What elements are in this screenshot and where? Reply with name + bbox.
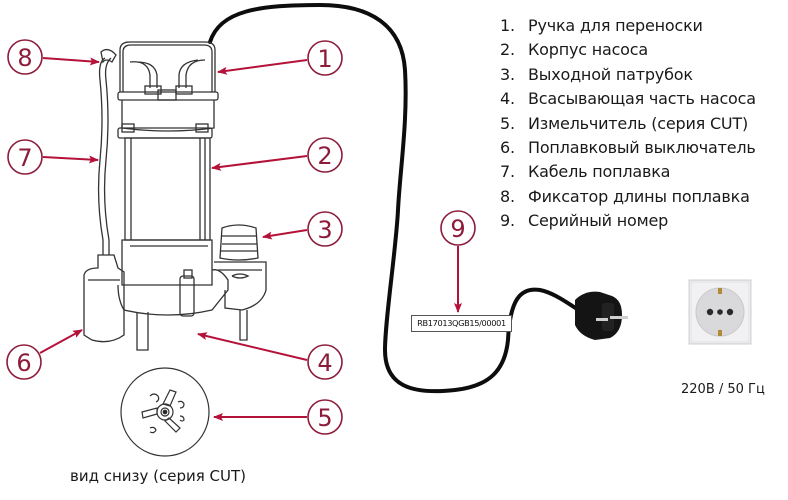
callout-1-label: 1: [317, 45, 332, 73]
callout-5-label: 5: [317, 404, 332, 432]
float-cable: [97, 57, 112, 255]
legend-item: 8.Фиксатор длины поплавка: [500, 186, 750, 206]
callout-7-label: 7: [17, 144, 32, 172]
bottom-view-caption: вид снизу (серия CUT): [70, 467, 247, 485]
callout-2-label: 2: [317, 142, 332, 170]
callout-4-label: 4: [317, 349, 332, 377]
callout-6-label: 6: [16, 349, 31, 377]
float-switch: [83, 254, 125, 343]
callout-6: 6: [6, 344, 42, 380]
callout-1: 1: [307, 40, 343, 76]
callout-4: 4: [307, 344, 343, 380]
callout-9: 9: [440, 210, 476, 246]
legend-item: 7.Кабель поплавка: [500, 162, 671, 182]
legend-item: 4.Всасывающая часть насоса: [500, 89, 756, 109]
callout-8-label: 8: [17, 44, 32, 72]
carry-handle: [119, 41, 216, 92]
callout-7: 7: [7, 139, 43, 175]
callout-2: 2: [307, 137, 343, 173]
bottom-view: [120, 367, 210, 457]
power-spec-caption: 220В / 50 Гц: [681, 382, 765, 397]
cutter-blade: [162, 389, 177, 407]
legend-item: 6.Поплавковый выключатель: [500, 138, 756, 158]
legend-item: 1.Ручка для переноски: [500, 16, 703, 35]
callout-8: 8: [7, 39, 43, 75]
arrow-8: [42, 57, 100, 66]
arrow-3: [262, 229, 308, 240]
pump-drawing: [83, 41, 267, 351]
arrow-6: [39, 329, 83, 354]
power-plug: [575, 291, 628, 340]
callout-9-label: 9: [450, 215, 465, 243]
callouts: 1 2 3 4 5 6 7 8 9: [6, 39, 476, 435]
legend-item: 3.Выходной патрубок: [500, 64, 693, 84]
arrow-1: [217, 59, 308, 75]
callout-3-label: 3: [317, 216, 332, 244]
legend-item: 2.Корпус насоса: [500, 40, 648, 60]
callout-3: 3: [307, 211, 343, 247]
legend-item: 5.Измельчитель (серия CUT): [500, 113, 749, 133]
parts-legend: 1.Ручка для переноски 2.Корпус насоса 3.…: [500, 14, 756, 234]
arrow-4: [197, 332, 308, 361]
legend-item: 9.Серийный номер: [500, 211, 669, 231]
arrow-7: [42, 155, 99, 164]
power-cable: [208, 2, 584, 394]
outlet-port: [219, 224, 259, 261]
callout-5: 5: [307, 399, 343, 435]
callout-arrows: [39, 57, 462, 421]
arrow-2: [211, 155, 308, 171]
serial-number-label: RB17013QGB15/00001: [411, 315, 512, 332]
power-socket-icon: [688, 279, 752, 345]
